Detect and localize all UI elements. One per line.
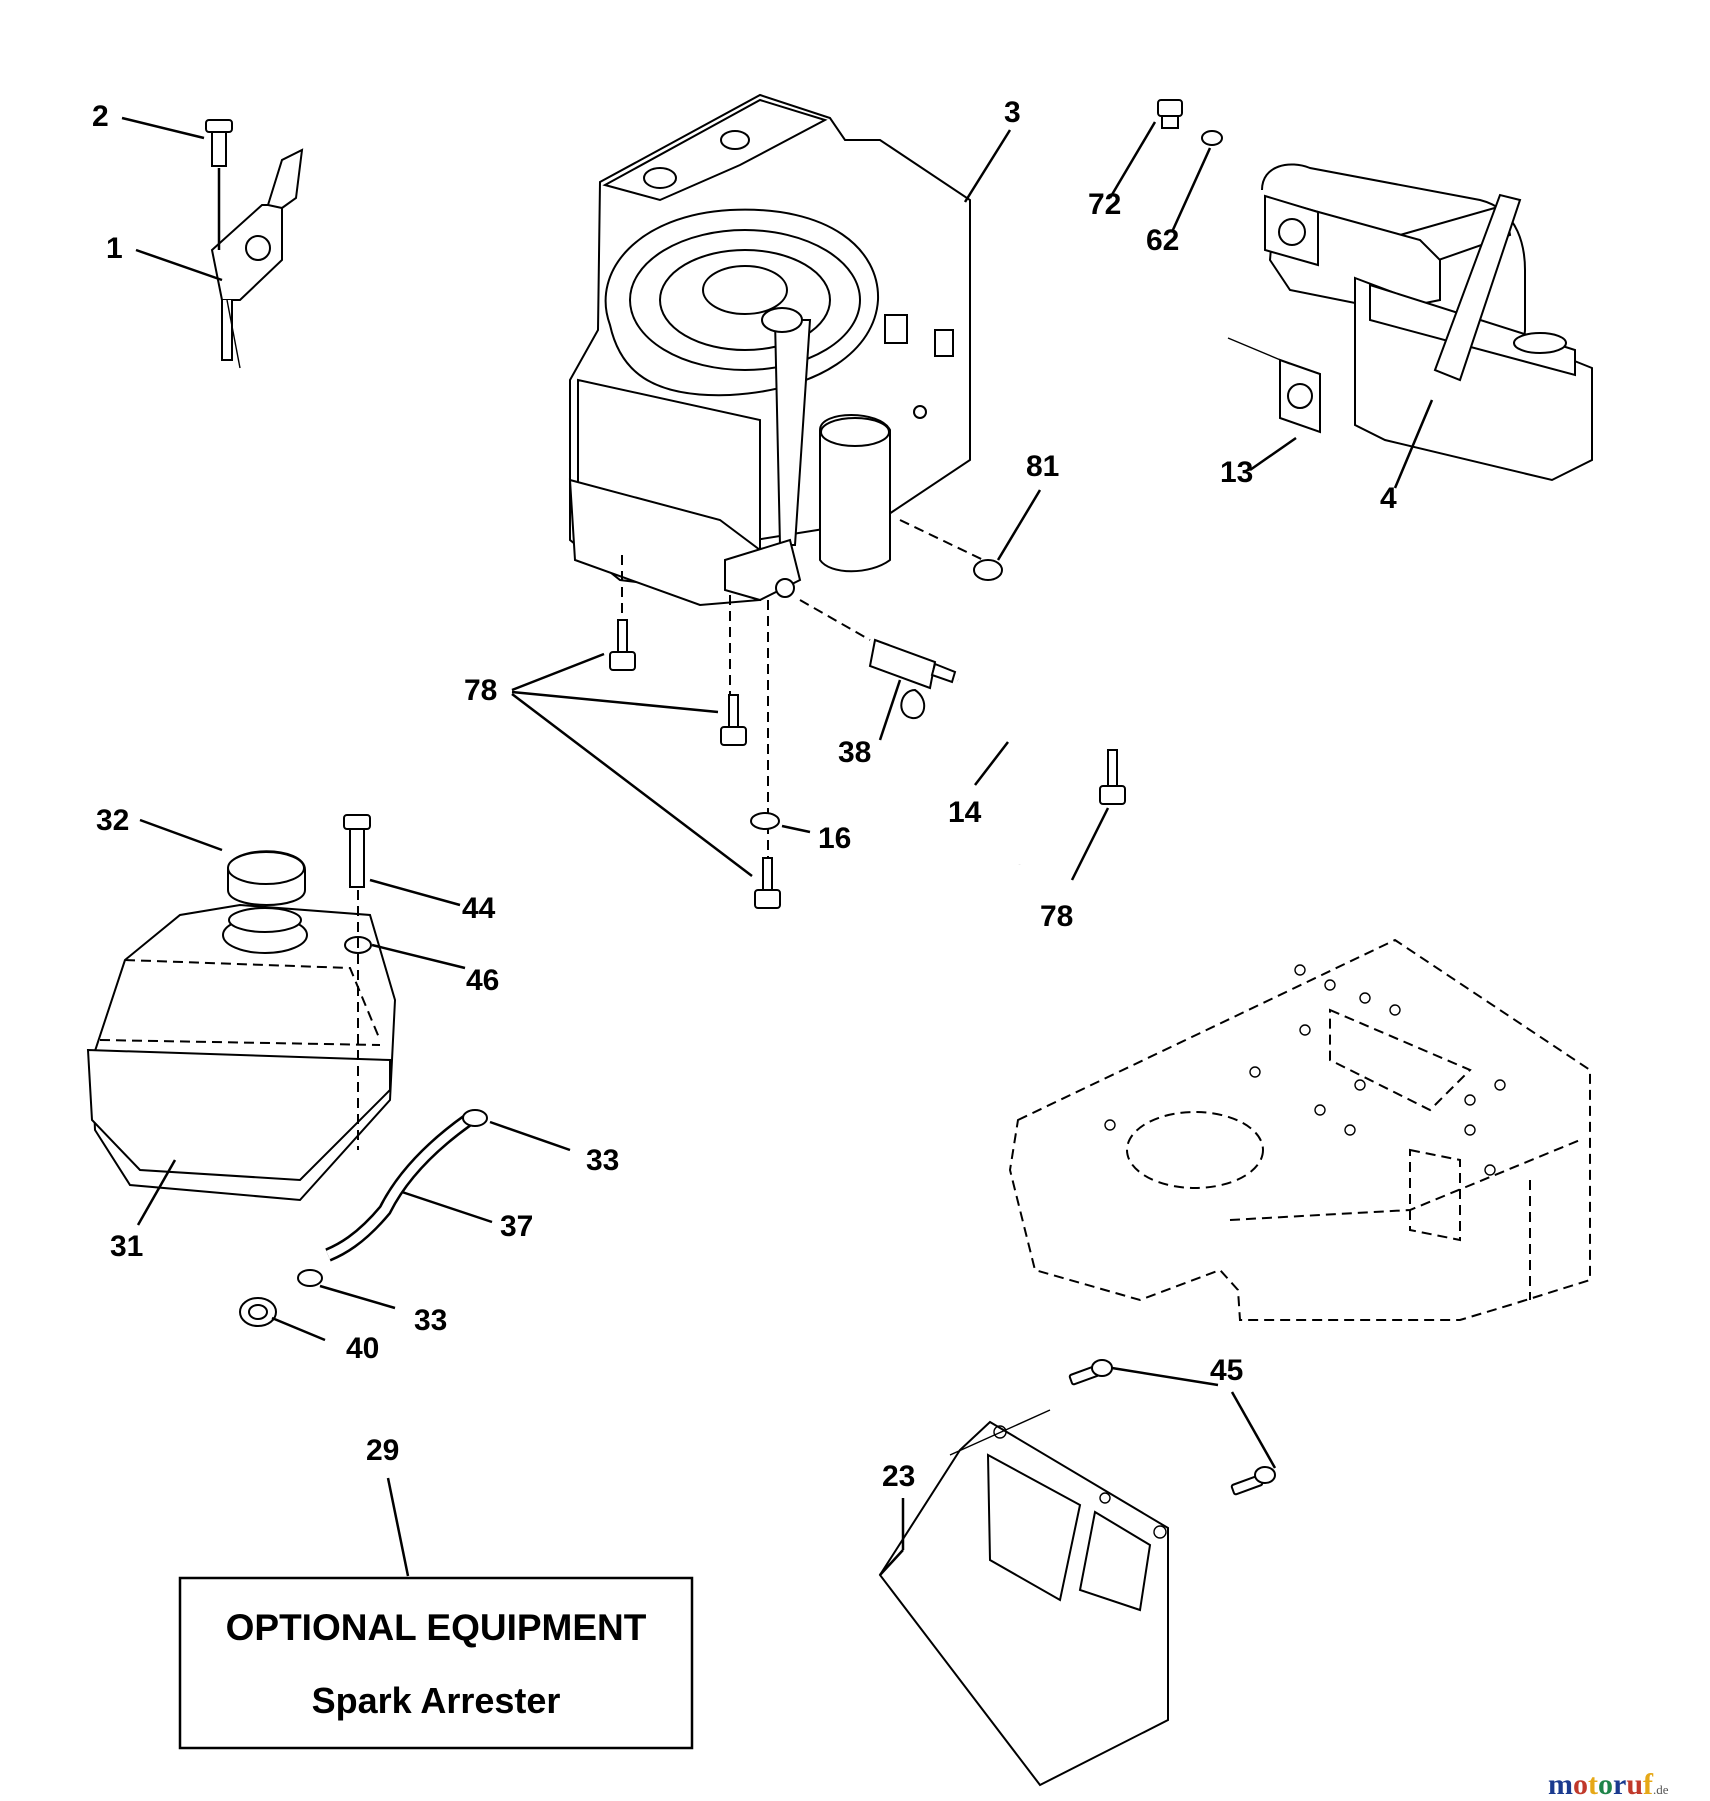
part-label-40: 40 [346, 1332, 380, 1365]
part-label-38: 38 [838, 736, 872, 769]
chassis-frame [1008, 938, 1591, 1321]
part-label-3: 3 [1004, 96, 1021, 129]
part-label-81: 81 [1026, 450, 1060, 483]
part-label-2: 2 [92, 100, 109, 133]
part-label-33-lower: 33 [414, 1304, 448, 1337]
spark-arrester-subtitle: Spark Arrester [311, 1680, 561, 1721]
part-label-4: 4 [1380, 482, 1397, 515]
part-label-78-group: 78 [464, 674, 498, 707]
part-label-33-upper: 33 [586, 1144, 620, 1177]
muffler-assembly [1108, 99, 1593, 489]
part-label-32: 32 [96, 804, 130, 837]
part-label-1: 1 [106, 232, 123, 265]
fuel-tank-assembly [86, 818, 397, 1226]
part-label-45: 45 [1210, 1354, 1244, 1387]
watermark-text: motoruf [1548, 1768, 1654, 1801]
part-label-13: 13 [1220, 456, 1254, 489]
engine [568, 93, 1012, 607]
engine-bolts [511, 555, 1126, 909]
part-label-14: 14 [948, 796, 982, 829]
part-label-46: 46 [466, 964, 500, 997]
fuel-line-assembly [239, 1109, 571, 1342]
part-label-23: 23 [882, 1460, 916, 1493]
part-label-31: 31 [110, 1230, 144, 1263]
part-label-29: 29 [366, 1434, 400, 1467]
optional-equipment-box [178, 1477, 694, 1750]
part-label-62: 62 [1146, 224, 1180, 257]
tank-mounting-hardware [343, 814, 466, 1150]
part-label-72: 72 [1088, 188, 1122, 221]
part-label-16: 16 [818, 822, 852, 855]
optional-equipment-title: OPTIONAL EQUIPMENT [225, 1607, 647, 1648]
throttle-control-assembly [121, 116, 304, 369]
part-label-78-single: 78 [1040, 900, 1074, 933]
nut-part [899, 489, 1042, 581]
heat-shield-assembly [878, 1359, 1277, 1787]
part-label-44: 44 [462, 892, 496, 925]
watermark-logo: motoruf.de [1548, 1770, 1669, 1800]
part-label-37: 37 [500, 1210, 534, 1243]
watermark-suffix: .de [1653, 1782, 1669, 1797]
fuel-filter-and-line [799, 599, 1035, 866]
